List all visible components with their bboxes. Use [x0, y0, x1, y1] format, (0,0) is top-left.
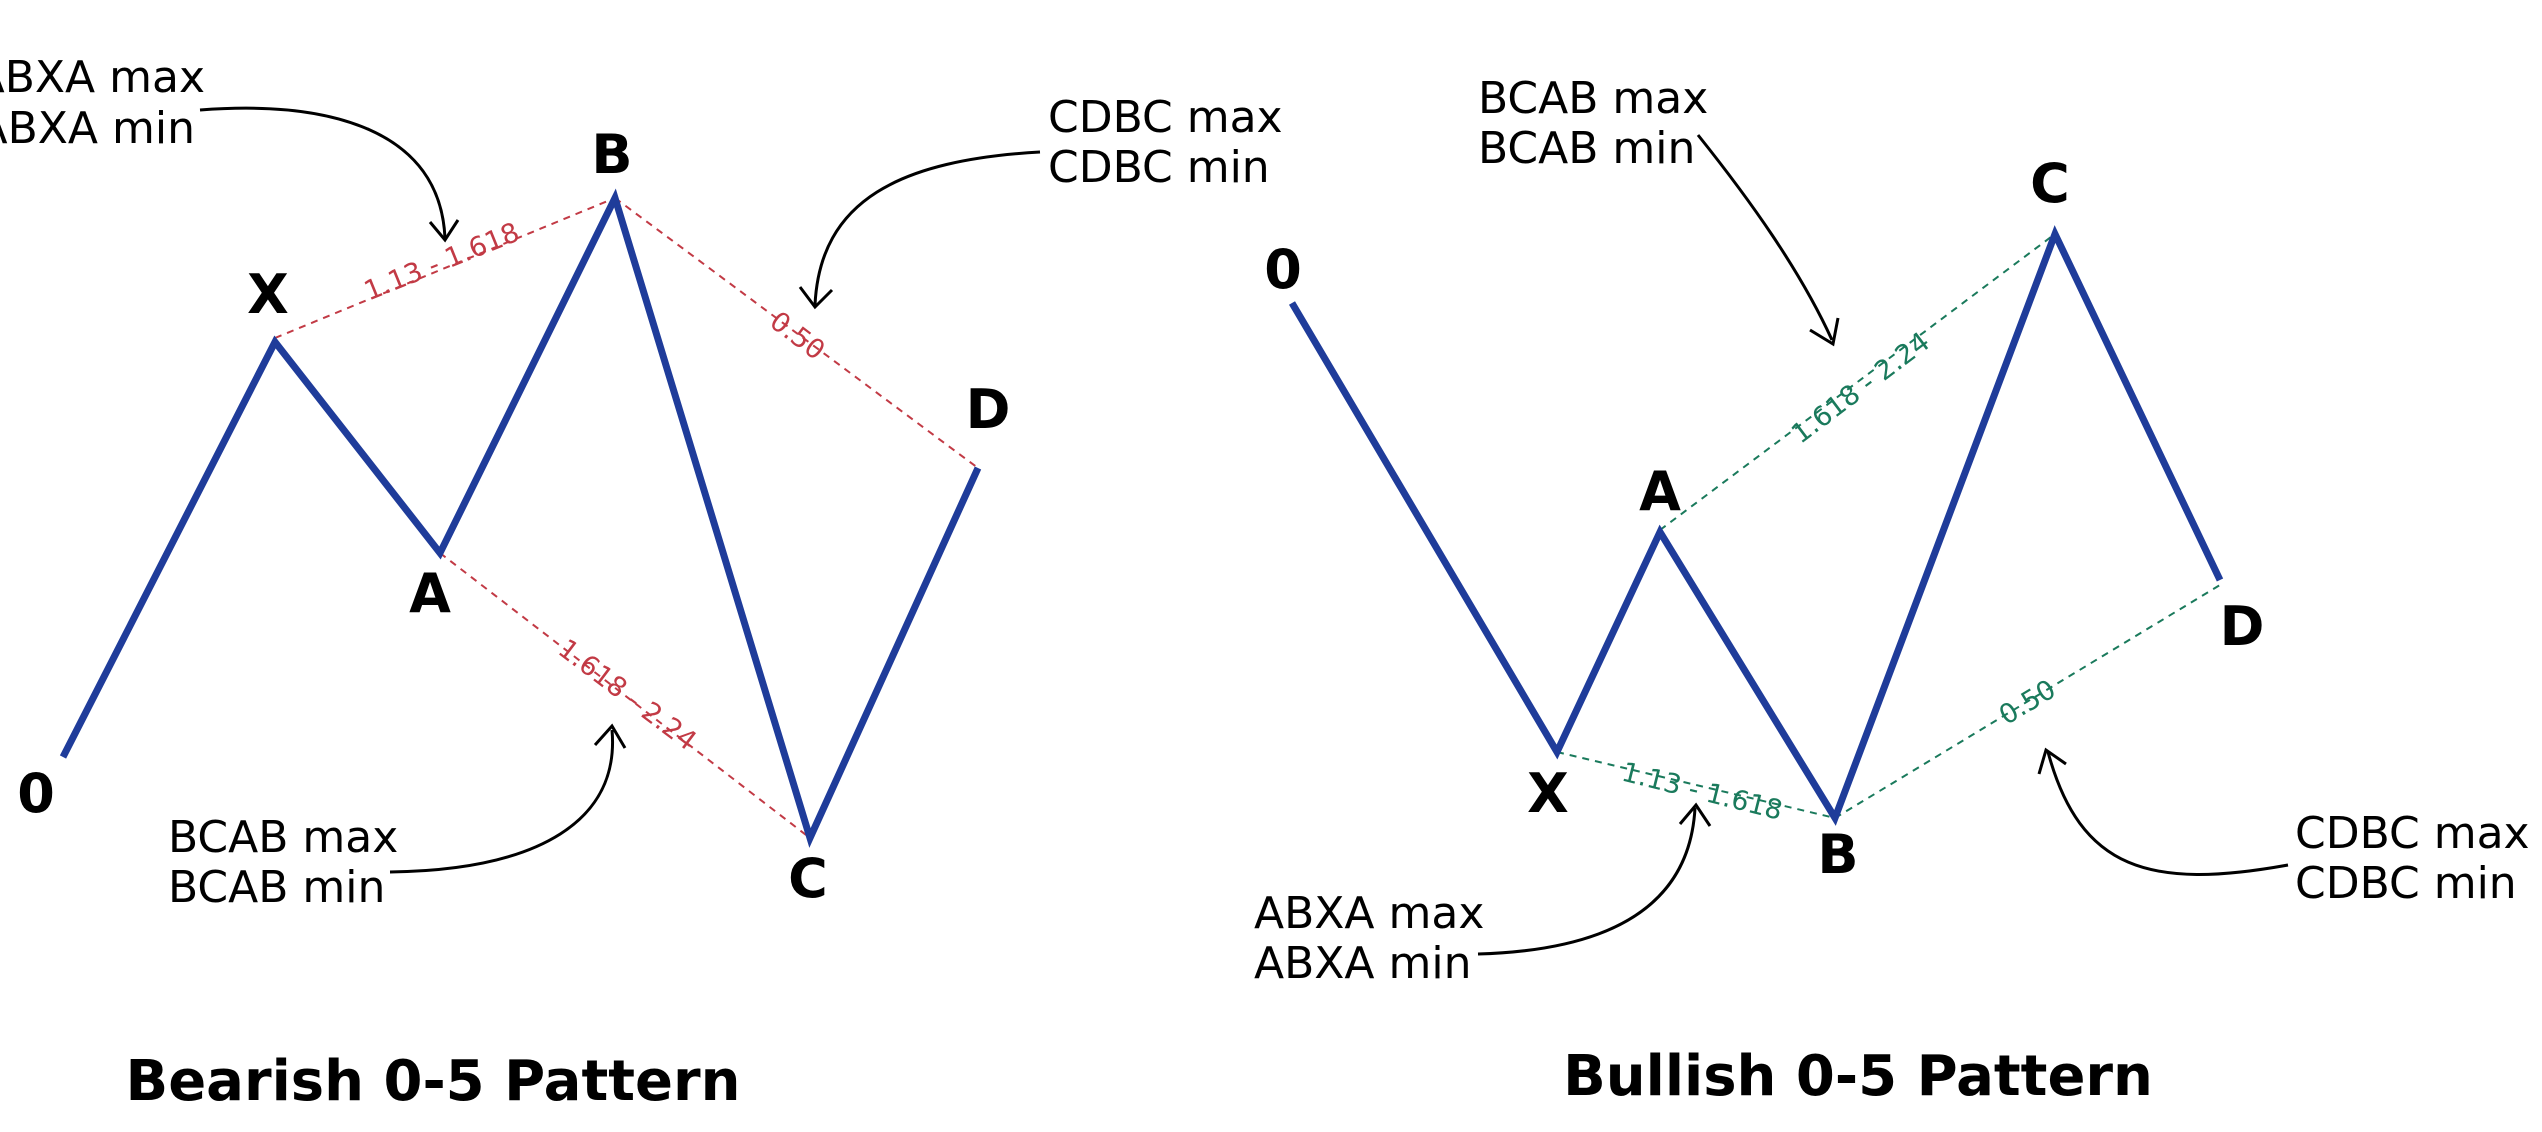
- bullish-abxa-min-note: ABXA min: [1254, 938, 1472, 989]
- bullish-point-c: C: [2030, 152, 2070, 215]
- bearish-point-x: X: [247, 263, 289, 326]
- bullish-point-a: A: [1639, 460, 1681, 523]
- bullish-abxa-arrow: [1477, 807, 1697, 956]
- bullish-cdbc-min-note: CDBC min: [2295, 858, 2517, 909]
- bearish-point-0: 0: [17, 762, 55, 825]
- bearish-point-d: D: [966, 378, 1011, 441]
- bullish-point-d: D: [2220, 595, 2265, 658]
- bullish-price-path: [1288, 225, 2224, 826]
- bearish-cdbc-arrowhead: [798, 286, 834, 310]
- bullish-ac-ratio-label: 1.618 - 2.24: [1786, 326, 1936, 450]
- bearish-bcab-min-note: BCAB min: [168, 862, 385, 913]
- bullish-abxa-max-note: ABXA max: [1254, 888, 1484, 939]
- bullish-bcab-arrow: [1696, 134, 1834, 341]
- bullish-bd-ratio-line: [1834, 584, 2221, 819]
- bearish-point-b: B: [591, 123, 632, 186]
- bullish-cdbc-arrow: [2046, 751, 2289, 876]
- bullish-abxa-arrowhead: [1678, 802, 1712, 827]
- bearish-abxa-arrowhead: [428, 219, 460, 243]
- bearish-abxa-max-note: ABXA max: [0, 52, 205, 103]
- bearish-price-path: [59, 188, 982, 848]
- bullish-bcab-arrowhead: [1809, 317, 1840, 347]
- bearish-abxa-arrow: [199, 106, 447, 239]
- bullish-bd-ratio-label: 0.50: [1994, 674, 2062, 732]
- bullish-pattern-title: Bullish 0-5 Pattern: [1563, 1044, 2153, 1109]
- bearish-pattern: 1.13 - 1.618 1.618 - 2.24 0.50 0 X A B C…: [0, 52, 1283, 1114]
- bearish-xb-ratio-label: 1.13 - 1.618: [360, 217, 524, 307]
- bullish-point-b: B: [1817, 823, 1858, 886]
- bullish-cdbc-max-note: CDBC max: [2295, 808, 2530, 859]
- bullish-cdbc-arrowhead: [2037, 747, 2067, 775]
- bearish-bd-ratio-line: [614, 197, 979, 469]
- bullish-bcab-max-note: BCAB max: [1478, 73, 1708, 124]
- bearish-cdbc-max-note: CDBC max: [1048, 92, 1283, 143]
- bullish-point-x: X: [1527, 762, 1569, 825]
- bullish-bcab-min-note: BCAB min: [1478, 123, 1695, 174]
- bearish-ac-ratio-label: 1.618 - 2.24: [552, 633, 702, 757]
- bearish-xb-ratio-line: [274, 197, 616, 339]
- bearish-abxa-min-note: ABXA min: [0, 103, 195, 154]
- bearish-bcab-arrowhead: [593, 723, 627, 749]
- bullish-pattern: 1.618 - 2.24 1.13 - 1.618 0.50 0 X A B C…: [1254, 73, 2530, 1109]
- bearish-cdbc-min-note: CDBC min: [1048, 142, 1270, 193]
- bearish-point-a: A: [409, 562, 451, 625]
- bearish-bcab-max-note: BCAB max: [168, 812, 398, 863]
- bearish-point-c: C: [788, 847, 828, 910]
- bullish-point-0: 0: [1264, 238, 1302, 301]
- bearish-pattern-title: Bearish 0-5 Pattern: [126, 1049, 741, 1114]
- bearish-bcab-arrow: [389, 729, 615, 874]
- bearish-cdbc-arrow: [813, 150, 1041, 306]
- bullish-ac-ratio-line: [1659, 233, 2056, 531]
- bullish-xb-ratio-line: [1556, 751, 1836, 819]
